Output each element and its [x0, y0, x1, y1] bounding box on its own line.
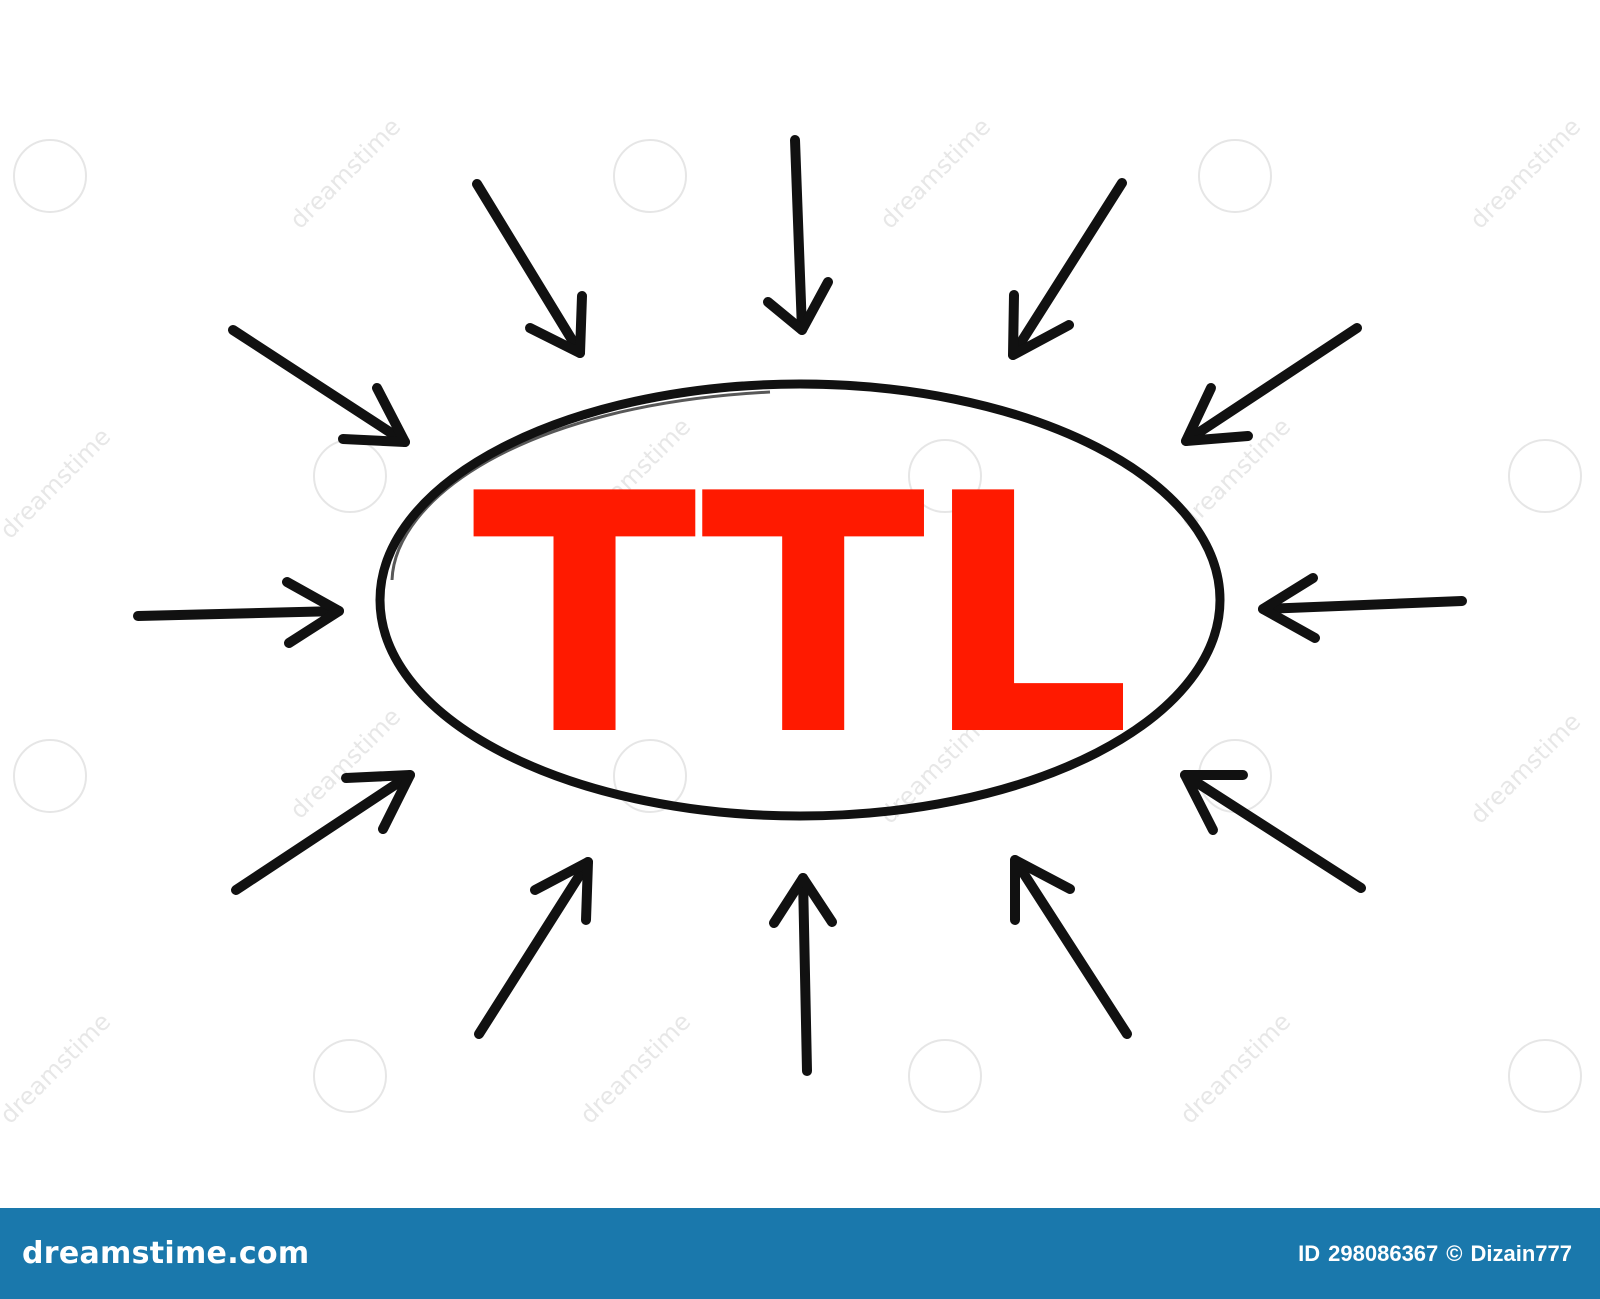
- arrow-bottom-right-icon: [1010, 855, 1132, 1039]
- watermark-logo-icon: [613, 739, 687, 813]
- image-id: 298086367: [1328, 1240, 1439, 1266]
- author-name[interactable]: Dizain777: [1470, 1240, 1573, 1266]
- arrow-upper-left-icon: [228, 325, 410, 447]
- arrow-top-icon: [763, 135, 833, 335]
- id-label: ID: [1298, 1240, 1321, 1266]
- copyright-icon: ©: [1446, 1240, 1463, 1266]
- arrow-upper-right-icon: [1181, 323, 1362, 446]
- arrow-lower-right-icon: [1180, 770, 1366, 893]
- watermark-logo-icon: [313, 1039, 387, 1113]
- arrow-lower-left-icon: [231, 770, 415, 895]
- watermark-logo-icon: [1508, 439, 1582, 513]
- arrows: [133, 135, 1467, 1076]
- watermark-text: dreamstime: [1464, 113, 1586, 235]
- watermark-text: dreamstime: [0, 1008, 116, 1130]
- arrow-top-left-icon: [472, 179, 587, 358]
- watermark-logo-icon: [13, 739, 87, 813]
- arrow-right-icon: [1258, 573, 1467, 643]
- watermark-logo-icon: [908, 439, 982, 513]
- center-oval: [375, 379, 1225, 821]
- illustration: dreamstime dreamstime dreamstime dreamst…: [0, 113, 1586, 1130]
- arrow-left-icon: [133, 577, 344, 648]
- arrow-bottom-left-icon: [474, 857, 593, 1039]
- ttl-text: TTL: [472, 424, 1128, 808]
- watermark-logo-icon: [1198, 139, 1272, 213]
- watermark-logo-icon: [313, 439, 387, 513]
- watermark-text: dreamstime: [1174, 1008, 1296, 1130]
- watermark-logo-icon: [908, 1039, 982, 1113]
- image-credit: ID 298086367 © Dizain777: [1298, 1241, 1572, 1267]
- brand-name[interactable]: dreamstime.com: [22, 1236, 310, 1271]
- arrow-top-right-icon: [1008, 178, 1127, 360]
- watermark-logo-icon: [613, 139, 687, 213]
- watermark-text: dreamstime: [574, 1008, 696, 1130]
- stock-footer-bar: dreamstime.com ID 298086367 © Dizain777: [0, 1208, 1600, 1299]
- watermark-text: dreamstime: [874, 113, 996, 235]
- watermark-text: dreamstime: [284, 703, 406, 825]
- oval-sketch-stroke: [390, 390, 771, 581]
- watermark-text: dreamstime: [1464, 708, 1586, 830]
- watermark-logo-icon: [1508, 1039, 1582, 1113]
- arrow-bottom-icon: [769, 873, 837, 1076]
- watermark-text: dreamstime: [284, 113, 406, 235]
- watermark-text: dreamstime: [0, 423, 116, 545]
- watermark-logo-icon: [13, 139, 87, 213]
